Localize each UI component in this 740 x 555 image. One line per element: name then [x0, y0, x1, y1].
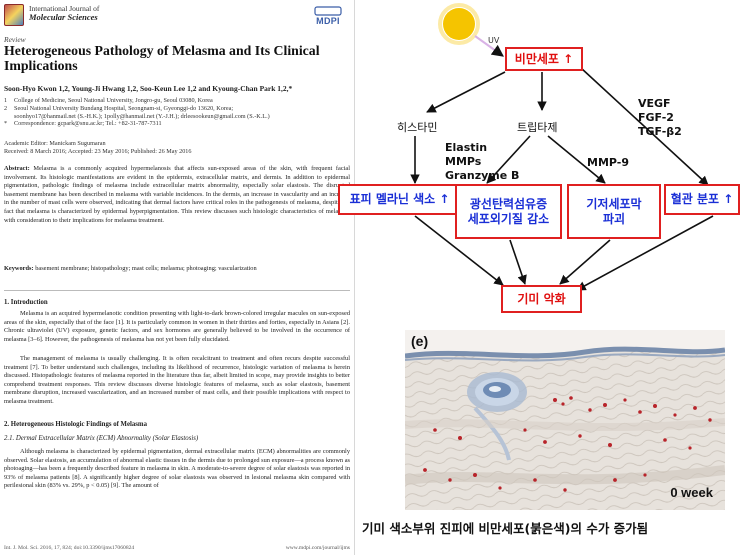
- growth-factor-tgfb2: TGF-β2: [638, 125, 682, 138]
- mast-cell-increase-box: 비만세포 ↑: [505, 47, 583, 71]
- journal-name-line1: International Journal of: [29, 4, 100, 13]
- solar-elastosis-line2: 세포외기질 감소: [467, 211, 550, 226]
- paper-page: International Journal of Molecular Scien…: [0, 0, 355, 555]
- uv-arrow: [474, 35, 504, 57]
- author-list: Soon-Hyo Kwon 1,2, Young-Ji Hwang 1,2, S…: [4, 84, 293, 93]
- panel-letter: (e): [411, 333, 429, 349]
- mdpi-logo: MDPI: [313, 6, 343, 26]
- arrow-epidermal-to-worsening: [414, 215, 504, 286]
- arrow-vascular-to-worsening: [576, 215, 714, 291]
- arrow-to-basement: [547, 135, 606, 184]
- journal-name-line2: Molecular Sciences: [29, 12, 98, 22]
- solar-elastosis-box: 광선탄력섬유증 세포외기질 감소: [455, 184, 562, 239]
- pathway-diagram: UV 비만세포 ↑ 히스타민 트립타제 VEGF FGF-2 TGF-β2 El…: [338, 0, 740, 330]
- section-heading-introduction: 1. Introduction: [4, 299, 48, 306]
- introduction-paragraph-2: The management of melasma is usually cha…: [4, 355, 350, 405]
- solar-elastosis-line1: 광선탄력섬유증: [469, 196, 548, 211]
- ecm-paragraph: Although melasma is characterized by epi…: [4, 448, 350, 490]
- micrograph-caption: 기미 색소부위 진피에 비만세포(붉은색)의 수가 증가됨: [362, 521, 649, 536]
- mdpi-logo-mark: [314, 6, 342, 16]
- abstract-label: Abstract:: [4, 165, 30, 172]
- editor-and-dates: Academic Editor: Manickam Sugumaran Rece…: [4, 140, 191, 156]
- paper-title: Heterogeneous Pathology of Melasma and I…: [4, 43, 320, 73]
- growth-factors-list: VEGF FGF-2 TGF-β2: [638, 97, 682, 139]
- page-footer: Int. J. Mol. Sci. 2016, 17, 824; doi:10.…: [4, 545, 350, 551]
- uv-label: UV: [488, 36, 500, 45]
- academic-editor: Academic Editor: Manickam Sugumaran: [4, 140, 106, 147]
- affiliation-row: soonhyo17@hanmail.net (S.-H.K.); 1polly@…: [14, 112, 270, 120]
- journal-logo: [4, 4, 24, 26]
- vascularity-increase-box: 혈관 분포 ↑: [664, 184, 740, 215]
- abstract-text: Melasma is a commonly acquired hypermela…: [4, 165, 350, 224]
- publisher-name: MDPI: [316, 16, 340, 26]
- tryptase-label: 트립타제: [517, 121, 558, 134]
- arrow-elastosis-to-worsening: [509, 239, 527, 285]
- introduction-paragraph-1: Melasma is an acquired hypermelanotic co…: [4, 310, 350, 343]
- basement-membrane-line1: 기저세포막: [586, 196, 642, 211]
- sun-icon: [438, 3, 480, 45]
- timepoint-label: 0 week: [670, 485, 713, 500]
- basement-membrane-line2: 파괴: [602, 211, 626, 226]
- mediator-mmps: MMPs: [445, 155, 482, 168]
- mmp9-label: MMP-9: [587, 156, 629, 169]
- basement-membrane-box: 기저세포막 파괴: [567, 184, 661, 239]
- correspondence-row: *Correspondence: gcpark@snu.ac.kr; Tel.:…: [4, 120, 162, 128]
- journal-name: International Journal of Molecular Scien…: [29, 4, 99, 22]
- section-heading-histology: 2. Heterogeneous Histologic Findings of …: [4, 421, 147, 428]
- citation-footer: Int. J. Mol. Sci. 2016, 17, 824; doi:10.…: [4, 545, 135, 551]
- micrograph-image: [405, 330, 725, 510]
- abstract: Abstract: Melasma is a commonly acquired…: [4, 165, 350, 225]
- arrow-to-elastosis: [486, 135, 531, 184]
- keywords-label: Keywords:: [4, 265, 34, 272]
- article-type: Review: [4, 35, 26, 44]
- histamine-label: 히스타민: [397, 121, 438, 134]
- arrow-to-vascular: [580, 67, 709, 186]
- epidermal-melanin-box: 표피 멜라닌 색소 ↑: [338, 184, 461, 215]
- elastin-mmps-list: Elastin MMPs Granzyme B: [445, 141, 519, 183]
- arrow-to-histamine: [426, 71, 506, 113]
- diagram-arrows: [410, 3, 714, 291]
- subsection-heading-ecm: 2.1. Dermal Extracellular Matrix (ECM) A…: [4, 435, 199, 442]
- journal-url: www.mdpi.com/journal/ijms: [285, 545, 350, 551]
- growth-factor-vegf: VEGF: [638, 97, 671, 110]
- mediator-granzyme-b: Granzyme B: [445, 169, 520, 182]
- growth-factor-fgf2: FGF-2: [638, 111, 674, 124]
- arrow-basement-to-worsening: [559, 239, 611, 285]
- section-divider: [4, 290, 350, 291]
- journal-header: International Journal of Molecular Scien…: [4, 2, 351, 32]
- histology-micrograph: (e) 0 week: [405, 330, 725, 510]
- mediator-elastin: Elastin: [445, 141, 488, 154]
- melasma-worsening-box: 기미 악화: [501, 285, 582, 313]
- keywords: Keywords: basement membrane; histopathol…: [4, 265, 350, 274]
- publication-dates: Received: 8 March 2016; Accepted: 23 May…: [4, 147, 192, 155]
- keywords-text: basement membrane; histopathology; mast …: [35, 265, 257, 272]
